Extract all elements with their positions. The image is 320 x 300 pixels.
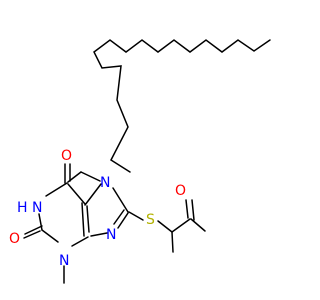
bond-c5-ring (67, 183, 86, 205)
atom-n7: N (100, 175, 110, 191)
atom-n1: N (32, 200, 42, 216)
bonds (23, 39, 271, 284)
atom-labels: O H N O N N N S O (9, 148, 186, 269)
bond-ketone (185, 199, 189, 219)
bond-c4-n9 (90, 232, 108, 237)
bond-ketone-double (191, 199, 195, 221)
bond-n7-c (80, 171, 101, 182)
bond-c8-s (128, 211, 144, 221)
bond-c2-n3 (41, 229, 59, 243)
bond-c4-c5 (81, 202, 85, 237)
bond-c2-o (23, 230, 41, 239)
bond-ch-co (171, 218, 191, 233)
atom-s: S (146, 212, 155, 228)
bond-c6-n1 (45, 182, 68, 197)
bond-n9-c8 (117, 212, 129, 229)
bond-c2-o-double (24, 225, 43, 235)
atom-n9: N (106, 227, 116, 243)
structure-svg: O H N O N N N S O (9, 39, 271, 284)
bond-n1-c2 (38, 213, 43, 231)
atom-h: H (17, 200, 28, 216)
atom-o-top: O (61, 148, 72, 164)
molecule-diagram: O H N O N N N S O (9, 39, 271, 284)
alkyl-chain (93, 39, 271, 173)
bond-ch-methyl (171, 231, 174, 253)
bond-n3-c4 (71, 236, 89, 247)
bond-c5-n7 (84, 183, 102, 206)
bond-n9-c8-double (113, 209, 125, 225)
bond-n7-c8 (112, 187, 129, 213)
bond-c4-c5-double (86, 205, 90, 233)
atom-n3: N (59, 253, 69, 269)
atom-o-left: O (9, 231, 20, 247)
atom-o-ketone: O (175, 183, 186, 199)
bond-s-ch (157, 220, 173, 233)
bond-co-methyl (190, 218, 206, 232)
